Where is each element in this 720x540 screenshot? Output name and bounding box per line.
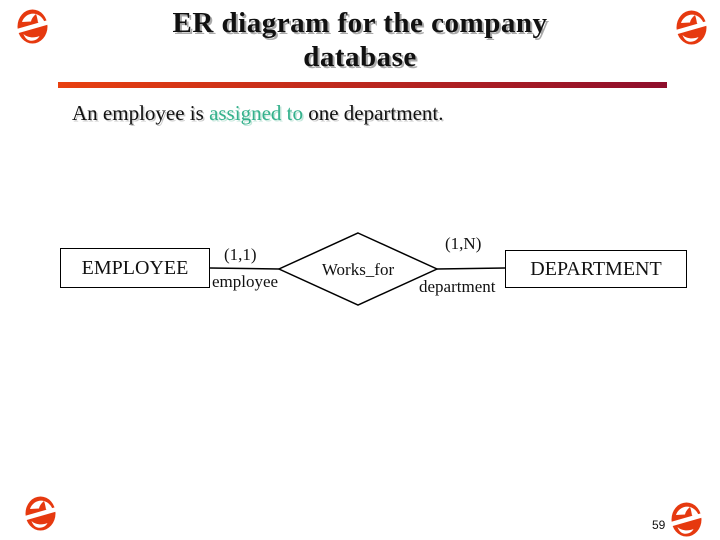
winged-arrow-badge-icon bbox=[669, 502, 705, 537]
edge-department-line bbox=[436, 267, 506, 270]
subtitle-highlight: assigned to bbox=[209, 101, 303, 125]
page-number: 59 bbox=[652, 518, 666, 532]
subtitle-suffix: one department. bbox=[302, 101, 444, 125]
winged-arrow-badge-icon bbox=[23, 496, 59, 531]
role-right-label: department bbox=[419, 277, 496, 296]
subtitle-sentence: An employee is assigned to one departmen… bbox=[72, 101, 444, 126]
role-left-label: employee bbox=[212, 272, 279, 291]
title-divider-rule bbox=[58, 82, 667, 88]
relationship-label: Works_for bbox=[321, 260, 395, 279]
relationship-diamond bbox=[277, 232, 439, 306]
subtitle-prefix: An employee is bbox=[72, 101, 210, 125]
entity-department-label: DEPARTMENT bbox=[530, 257, 662, 280]
er-diagram-shapes bbox=[209, 232, 506, 306]
entity-employee-box: EMPLOYEE bbox=[60, 248, 210, 288]
cardinality-left-label: (1,1) bbox=[224, 245, 257, 264]
slide-title-line1: ER diagram for the company bbox=[172, 7, 548, 39]
slide-title-line2: database bbox=[303, 41, 417, 73]
cardinality-right-label: (1,N) bbox=[445, 234, 482, 253]
slide-title: ER diagram for the company database bbox=[0, 6, 720, 74]
edge-employee-line bbox=[209, 267, 280, 270]
winged-arrow-badge-icon bbox=[15, 9, 51, 44]
entity-department-box: DEPARTMENT bbox=[505, 250, 687, 288]
entity-employee-label: EMPLOYEE bbox=[81, 256, 189, 279]
winged-arrow-badge-icon bbox=[674, 10, 710, 45]
